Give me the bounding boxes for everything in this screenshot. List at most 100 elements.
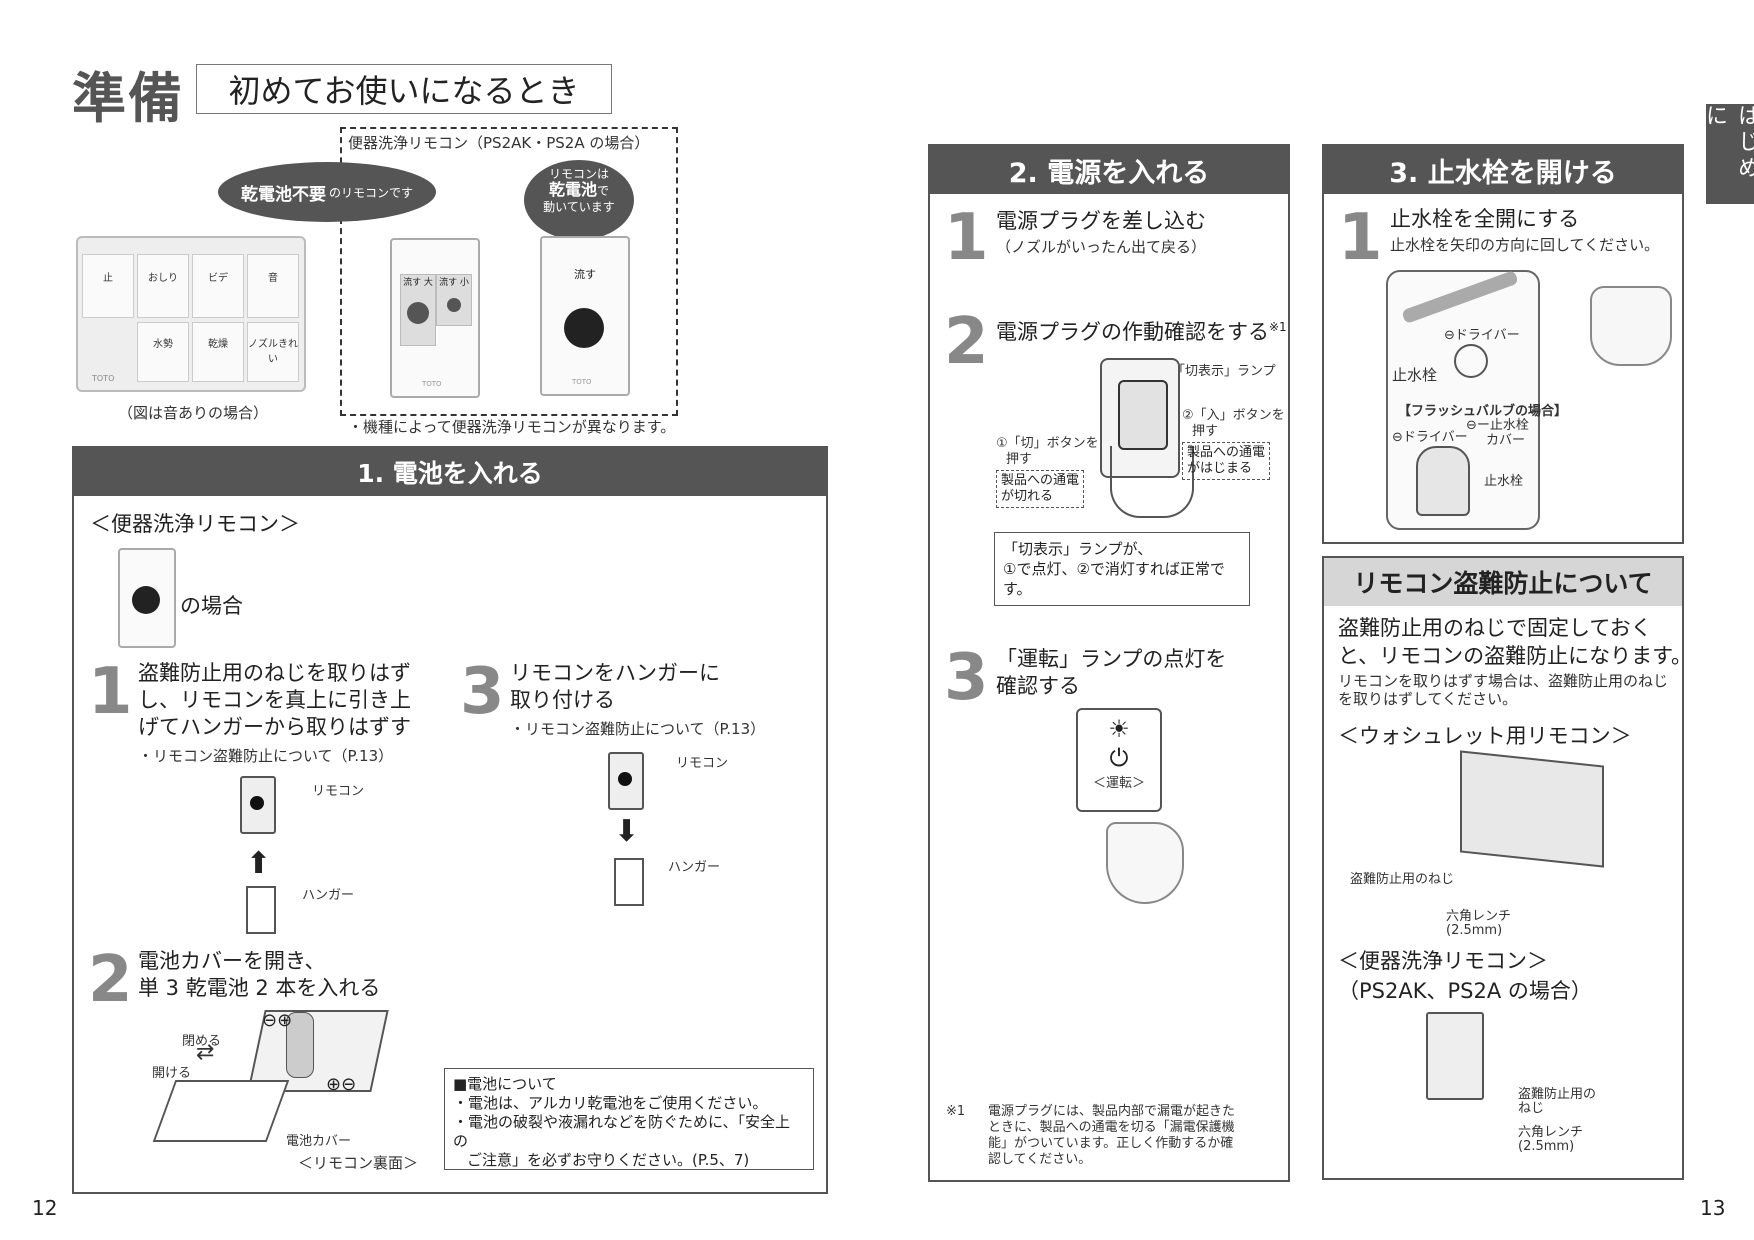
label-power-on-a: 製品への通電 — [1187, 445, 1266, 460]
flush-remote-two-button: 流す 大 流す 小 TOTO — [390, 238, 480, 398]
label-screw: 盗難防止用のねじ — [1350, 872, 1455, 887]
plus-icon: ⊖⊕ — [262, 1010, 293, 1031]
s2-step3-line2: 確認する — [996, 674, 1080, 698]
label-off-b: 押す — [1006, 452, 1033, 467]
s3-step1-number: 1 — [1338, 201, 1383, 275]
battery-note-2b: ご注意」を必ずお守りください。(P.5、7) — [467, 1151, 750, 1169]
step1-number: 1 — [88, 655, 133, 729]
button-nozzle-clean: ノズルきれい — [247, 322, 299, 382]
button-bidet: ビデ — [192, 254, 244, 318]
step3-line2: 取り付ける — [510, 688, 615, 712]
label-close: 閉める — [182, 1034, 222, 1049]
battery-note-box: ■電池について ・電池は、アルカリ乾電池をご使用ください。 ・電池の破裂や液漏れ… — [444, 1068, 814, 1170]
s2-step3-line1: 「運転」ランプの点灯を — [996, 647, 1227, 671]
step1-note: ・リモコン盗難防止について（P.13） — [138, 747, 394, 765]
label-valve-cover-b: カバー — [1486, 433, 1526, 448]
label-screw2-b: ねじ — [1518, 1101, 1545, 1116]
s4-flush-title-2: （PS2AK、PS2A の場合） — [1338, 979, 1592, 1003]
hanger-illustration-1 — [246, 886, 276, 934]
label-power-on-b: がはじまる — [1187, 461, 1253, 476]
hanger-illustration-3 — [614, 858, 644, 906]
flush-remote-back-illustration — [1426, 1012, 1484, 1100]
check-note-a: 「切表示」ランプが、 — [1003, 540, 1153, 558]
footnote-4: 認してください。 — [988, 1152, 1092, 1167]
label-hanger-1: ハンガー — [302, 888, 355, 903]
dashed-box-label: 便器洗浄リモコン（PS2AK・PS2A の場合） — [348, 134, 650, 152]
page-number-right: 13 — [1700, 1196, 1726, 1220]
brand-logo-3: TOTO — [572, 378, 592, 386]
brand-logo: TOTO — [92, 374, 115, 383]
button-oshiri: おしり — [137, 254, 189, 318]
label-flush-small: 流す 小 — [439, 278, 469, 288]
s4-washlet-title: ＜ウォシュレット用リモコン＞ — [1338, 724, 1632, 748]
battery-note-1: ・電池は、アルカリ乾電池をご使用ください。 — [453, 1094, 768, 1112]
label-wrench2-b: (2.5mm) — [1518, 1139, 1575, 1154]
step1-line2: し、リモコンを真上に引き上 — [138, 688, 411, 712]
remote-illustration-3 — [608, 752, 644, 810]
section-title: 準備 — [72, 67, 184, 130]
section2-heading: 2. 電源を入れる — [930, 146, 1288, 194]
s2-step3-number: 3 — [944, 641, 989, 715]
run-lamp-callout: ☀ ⏻ ＜運転＞ — [1076, 708, 1162, 812]
label-driver2: ⊖ドライバー — [1392, 430, 1468, 445]
section3-heading: 3. 止水栓を開ける — [1324, 146, 1682, 194]
s4-sub-2: を取りはずしてください。 — [1338, 690, 1518, 708]
s2-step1-title: 電源プラグを差し込む — [996, 209, 1206, 233]
label-remote-3: リモコン — [676, 756, 729, 771]
label-power-off-a: 製品への通電 — [1001, 473, 1080, 488]
toilet-illustration-2 — [1590, 286, 1672, 366]
screwdriver-icon — [1454, 344, 1488, 378]
step2-line2: 単 3 乾電池 2 本を入れる — [138, 976, 381, 1000]
s3-step1-sub: 止水栓を矢印の方向に回してください。 — [1390, 236, 1660, 254]
label-remote-back: ＜リモコン裏面＞ — [298, 1154, 419, 1172]
label-off-a: ①「切」ボタンを — [996, 436, 1099, 451]
button-dry: 乾燥 — [192, 322, 244, 382]
section1-heading: 1. 電池を入れる — [74, 448, 826, 496]
plug-illustration — [1118, 380, 1168, 450]
section4-heading: リモコン盗難防止について — [1324, 558, 1682, 606]
label-hanger-3: ハンガー — [668, 860, 721, 875]
bubble-rest: のリモコンです — [328, 185, 413, 200]
footnote-1: 電源プラグには、製品内部で漏電が起きた — [988, 1104, 1236, 1119]
bubble-battery: リモコンは 乾電池で 動いています — [524, 160, 634, 240]
label-flush-large: 流す 大 — [403, 278, 433, 288]
step1-line1: 盗難防止用のねじを取りはず — [138, 661, 411, 685]
battery-cover-illustration — [152, 1080, 290, 1142]
section4-panel: リモコン盗難防止について — [1322, 556, 1684, 1180]
arrow-down-icon: ⬇ — [614, 814, 640, 849]
label-battery-cover: 電池カバー — [286, 1134, 352, 1149]
label-remote-1: リモコン — [312, 784, 365, 799]
s2-step2-sup: ※1 — [1269, 320, 1287, 334]
label-power-off-b: が切れる — [1001, 489, 1054, 504]
battery-note-2a: ・電池の破裂や液漏れなどを防ぐために、「安全上の — [453, 1113, 791, 1150]
label-valve2: 止水栓 — [1484, 474, 1524, 489]
case-label: の場合 — [180, 594, 243, 618]
bubble-line1: リモコンは — [548, 167, 609, 181]
label-on-a: ②「入」ボタンを — [1182, 408, 1285, 423]
arrow-up-icon: ⬆ — [246, 846, 272, 881]
section1-panel: 1. 電池を入れる — [72, 446, 828, 1194]
label-wrench-a: 六角レンチ — [1446, 909, 1512, 924]
label-screw2-a: 盗難防止用の — [1518, 1087, 1597, 1102]
step3-note: ・リモコン盗難防止について（P.13） — [510, 720, 766, 738]
label-driver: ⊖ドライバー — [1444, 328, 1520, 343]
battery-icon — [286, 1012, 314, 1078]
light-icon: ☀ — [1108, 715, 1130, 743]
side-tab: はじめに — [1702, 104, 1754, 204]
step3-line1: リモコンをハンガーに — [510, 661, 720, 685]
power-icon: ⏻ — [1109, 744, 1129, 772]
button-sound: 音 — [247, 254, 299, 318]
label-wrench2-a: 六角レンチ — [1518, 1125, 1584, 1140]
label-open: 開ける — [152, 1066, 192, 1081]
check-note-box: 「切表示」ランプが、 ①で点灯、②で消灯すれば正常です。 — [994, 532, 1250, 606]
remote-dashed-box — [340, 127, 678, 416]
section2-panel: 2. 電源を入れる — [928, 144, 1290, 1182]
double-arrow-icon: ⇄ — [196, 1040, 215, 1065]
washlet-remote-back-illustration — [1460, 750, 1604, 868]
remote-illustration-1 — [240, 776, 276, 834]
footnote-mark: ※1 — [946, 1104, 966, 1119]
minus-icon: ⊕⊖ — [326, 1074, 357, 1095]
brand-logo-2: TOTO — [422, 380, 442, 388]
washlet-remote: 止 おしり ビデ 音 水勢 乾燥 ノズルきれい TOTO — [76, 236, 306, 392]
s4-lead-1: 盗難防止用のねじで固定しておく — [1338, 616, 1652, 640]
